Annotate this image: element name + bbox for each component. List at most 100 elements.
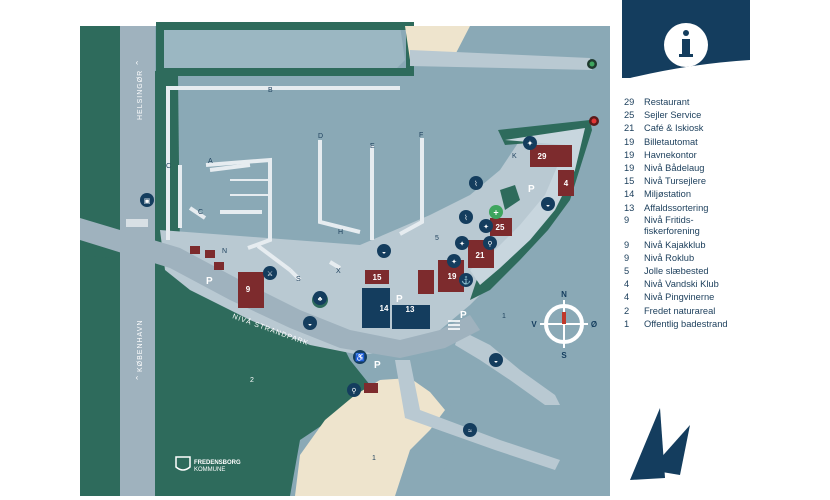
pier-label-f: F (419, 132, 423, 139)
compass-e: Ø (591, 320, 597, 329)
building-25 (490, 218, 512, 236)
municipality-sub: KOMMUNE (194, 467, 225, 473)
svg-text:✦: ✦ (451, 258, 457, 266)
svg-text:✦: ✦ (459, 240, 465, 248)
legend-label: Nivå Kajakklub (644, 239, 706, 250)
pier-label-d: D (318, 133, 323, 140)
legend-label: Offentlig badestrand (644, 318, 728, 329)
compass-needle-icon (562, 312, 566, 324)
building-29 (530, 145, 572, 167)
pier-southeast (455, 330, 560, 405)
pier-label-x: X (336, 268, 341, 275)
facility-icons: ✦ ⌇ + ⌇ ✦ ✦ ⚲ ✦ ⚓ ◒ ◒ ◒ ◒ ⚔ ♣ ▣ ♿ ⚲ ≈ (140, 136, 555, 437)
legend-label: Nivå Roklub (644, 252, 695, 263)
bus-icon: ▣ (140, 193, 154, 207)
east-pier (470, 128, 585, 285)
building-label-15: 15 (373, 273, 382, 282)
svg-text:≈: ≈ (468, 428, 472, 435)
legend-label: Restaurant (644, 97, 690, 107)
parking-labels: P P P P P (206, 184, 535, 371)
legend-item: 19 Billetautomat (624, 136, 824, 149)
area-label-nature: 2 (250, 377, 254, 384)
sail-icon (630, 408, 665, 480)
legend-number: 4 (624, 292, 630, 303)
compass-n: N (561, 290, 567, 299)
road-strandpark (80, 218, 480, 358)
area-label-beach: 1 (372, 455, 376, 462)
legend-label: Sejler Service (644, 110, 702, 121)
kayak-icon: ⚔ (263, 266, 277, 280)
light-green-dot (589, 61, 595, 67)
legend-number: 5 (624, 266, 630, 277)
building-4 (558, 170, 574, 196)
shower-icon: ⌇ (469, 176, 483, 190)
wheelchair-icon: ♿ (353, 350, 367, 364)
legend-number: 29 (624, 97, 635, 107)
swimming-icon: ≈ (463, 423, 477, 437)
legend-label: Billetautomat (644, 136, 698, 147)
breakwater-south (395, 360, 560, 470)
building-labels: 29 4 25 21 19 15 14 13 9 (246, 152, 569, 314)
parking-label-1: P (206, 276, 213, 287)
grill-icon-3: ◒ (489, 353, 503, 367)
building-label-19: 19 (448, 272, 457, 281)
toilet-icon: ⚲ (483, 236, 497, 250)
legend-label: Havnekontor (644, 149, 697, 160)
legend-label: Café & Iskiosk (644, 123, 704, 134)
pier-label-c: C (166, 163, 171, 170)
pier-label-k: K (512, 153, 517, 160)
shed-2 (205, 250, 215, 258)
crosswalk-harbour (448, 320, 460, 330)
legend-number: 14 (624, 189, 635, 200)
pier-labels: A B C C D E F H K N S X 5 (166, 87, 517, 283)
grill-icon-4: ◒ (303, 316, 317, 330)
svg-text:♿: ♿ (355, 352, 365, 362)
legend-item: 25 Sejler Service (624, 109, 824, 122)
grill-icon: ◒ (541, 197, 555, 211)
legend-item: 29 Restaurant (624, 96, 824, 109)
legend-label: Fredet naturareal (644, 305, 716, 316)
pontoons (166, 86, 424, 282)
light-red-dot (591, 118, 597, 124)
area-label-nature-small: 1 (502, 313, 506, 320)
compass-s: S (561, 351, 567, 360)
building-14 (362, 288, 390, 328)
svg-text:♣: ♣ (318, 296, 323, 303)
pier-label-a: A (208, 158, 213, 165)
svg-text:⚲: ⚲ (487, 240, 492, 248)
road-label-kobenhavn: KØBENHAVN (137, 320, 144, 372)
restaurant-icon-4: ✦ (447, 254, 461, 268)
toilet-building (364, 383, 378, 393)
logo-line-2: HAVN (688, 459, 729, 476)
road-main (120, 26, 155, 496)
legend-number: 4 (624, 279, 630, 290)
legend-label: Nivå Fritids- fiskerforening (644, 214, 700, 237)
svg-text:⚲: ⚲ (351, 387, 356, 395)
logo-line-1: NIVÅ (688, 442, 724, 459)
compass-w: V (531, 320, 537, 329)
legend-number: 19 (624, 162, 635, 173)
svg-text:◒: ◒ (546, 202, 550, 209)
shed-4 (418, 270, 434, 294)
parking-label-3: P (528, 184, 535, 195)
legend-number: 19 (624, 136, 635, 147)
pier-label-c2: C (198, 209, 203, 216)
svg-text:◒: ◒ (494, 358, 498, 365)
municipality-crest-icon (175, 456, 191, 471)
harbour-logo: NIVÅ HAVN 55°94'13.8"N 12°52'63.9"E (630, 408, 729, 489)
legend-label: Affaldssortering (644, 202, 709, 213)
legend-number: 25 (624, 110, 635, 121)
crosswalk (126, 219, 148, 227)
